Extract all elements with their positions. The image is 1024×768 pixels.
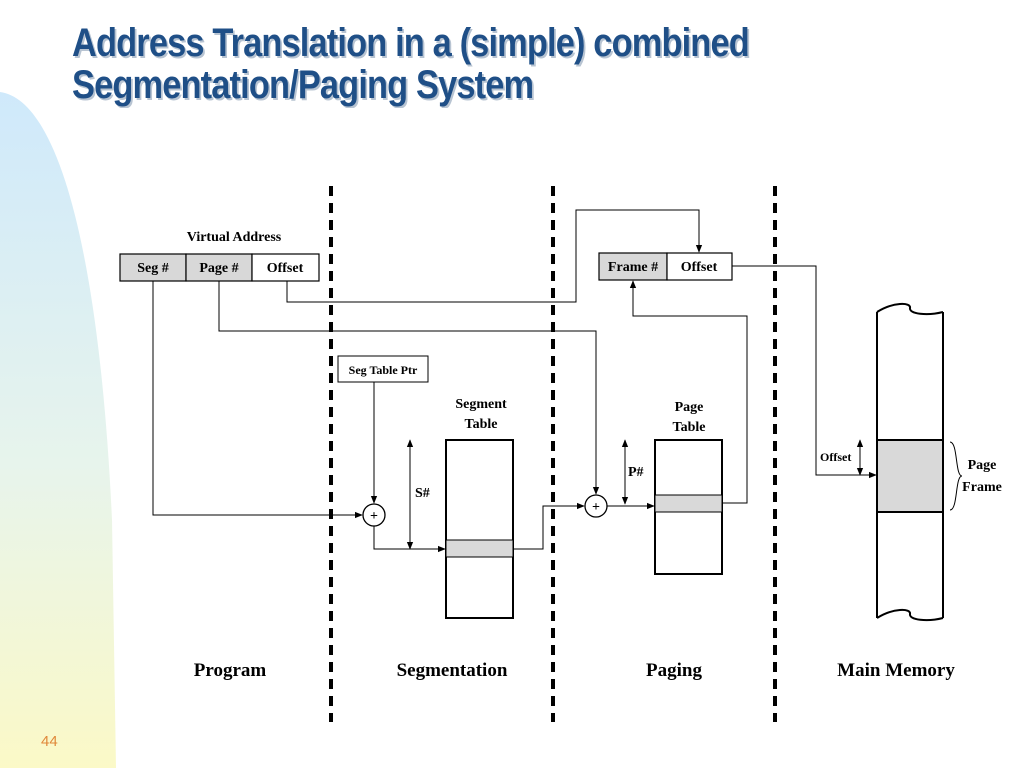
title-line-2: Segmentation/Paging System bbox=[72, 63, 534, 107]
page-adder-symbol: + bbox=[592, 500, 600, 515]
segment-entry-to-page-adder bbox=[513, 502, 585, 550]
offset-label: Offset bbox=[267, 261, 304, 276]
offset-to-physical-offset bbox=[286, 209, 703, 303]
page-number-label: Page # bbox=[199, 261, 238, 276]
page-index-label: P# bbox=[628, 465, 644, 480]
section-dividers bbox=[329, 186, 777, 722]
title-line-1: Address Translation in a (simple) combin… bbox=[72, 21, 750, 65]
frame-number-field bbox=[598, 252, 668, 281]
connectors bbox=[152, 209, 877, 553]
slide-number: 44 bbox=[41, 733, 58, 750]
segment-table-entry bbox=[445, 539, 514, 558]
physical-address-register bbox=[598, 252, 733, 281]
page-table-title-1: Page bbox=[675, 400, 704, 415]
segment-adder-to-table bbox=[373, 526, 446, 553]
memory-offset-label: Offset bbox=[820, 450, 851, 464]
physical-offset-to-memory bbox=[732, 265, 877, 479]
segment-adder-symbol: + bbox=[370, 509, 378, 524]
segment-table-title-2: Table bbox=[465, 417, 498, 432]
page-frame-label-2: Frame bbox=[962, 480, 1002, 495]
frame-number-label: Frame # bbox=[608, 260, 658, 275]
page-number-to-page-adder bbox=[218, 281, 600, 495]
page-frame-brace bbox=[949, 441, 963, 511]
segment-index-label: S# bbox=[415, 486, 430, 501]
page-number-field bbox=[185, 253, 253, 282]
main-memory-block bbox=[876, 302, 944, 622]
section-label-segmentation: Segmentation bbox=[397, 660, 508, 681]
memory-bottom-break bbox=[876, 608, 944, 622]
section-label-paging: Paging bbox=[646, 660, 702, 681]
virtual-address-caption: Virtual Address bbox=[187, 230, 282, 245]
segment-table bbox=[445, 439, 514, 619]
decorative-gradient-swoosh bbox=[0, 92, 116, 768]
slide-title: Address Translation in a (simple) combin… bbox=[72, 21, 750, 107]
page-entry-to-frame-number bbox=[629, 280, 748, 504]
seg-number-label: Seg # bbox=[137, 261, 169, 276]
page-frame bbox=[876, 439, 944, 513]
section-label-main-memory: Main Memory bbox=[837, 660, 955, 681]
page-frame-label-1: Page bbox=[968, 458, 997, 473]
memory-top-break bbox=[876, 302, 944, 316]
seg-table-ptr-label: Seg Table Ptr bbox=[349, 363, 418, 377]
page-table-title-2: Table bbox=[673, 420, 706, 435]
offset-field bbox=[251, 253, 320, 282]
page-table-entry bbox=[654, 494, 723, 513]
seg-number-to-adder bbox=[152, 281, 363, 519]
physical-offset-label: Offset bbox=[681, 260, 718, 275]
seg-table-ptr-box bbox=[337, 355, 429, 383]
segment-table-title-1: Segment bbox=[455, 397, 507, 412]
section-label-program: Program bbox=[194, 660, 267, 681]
